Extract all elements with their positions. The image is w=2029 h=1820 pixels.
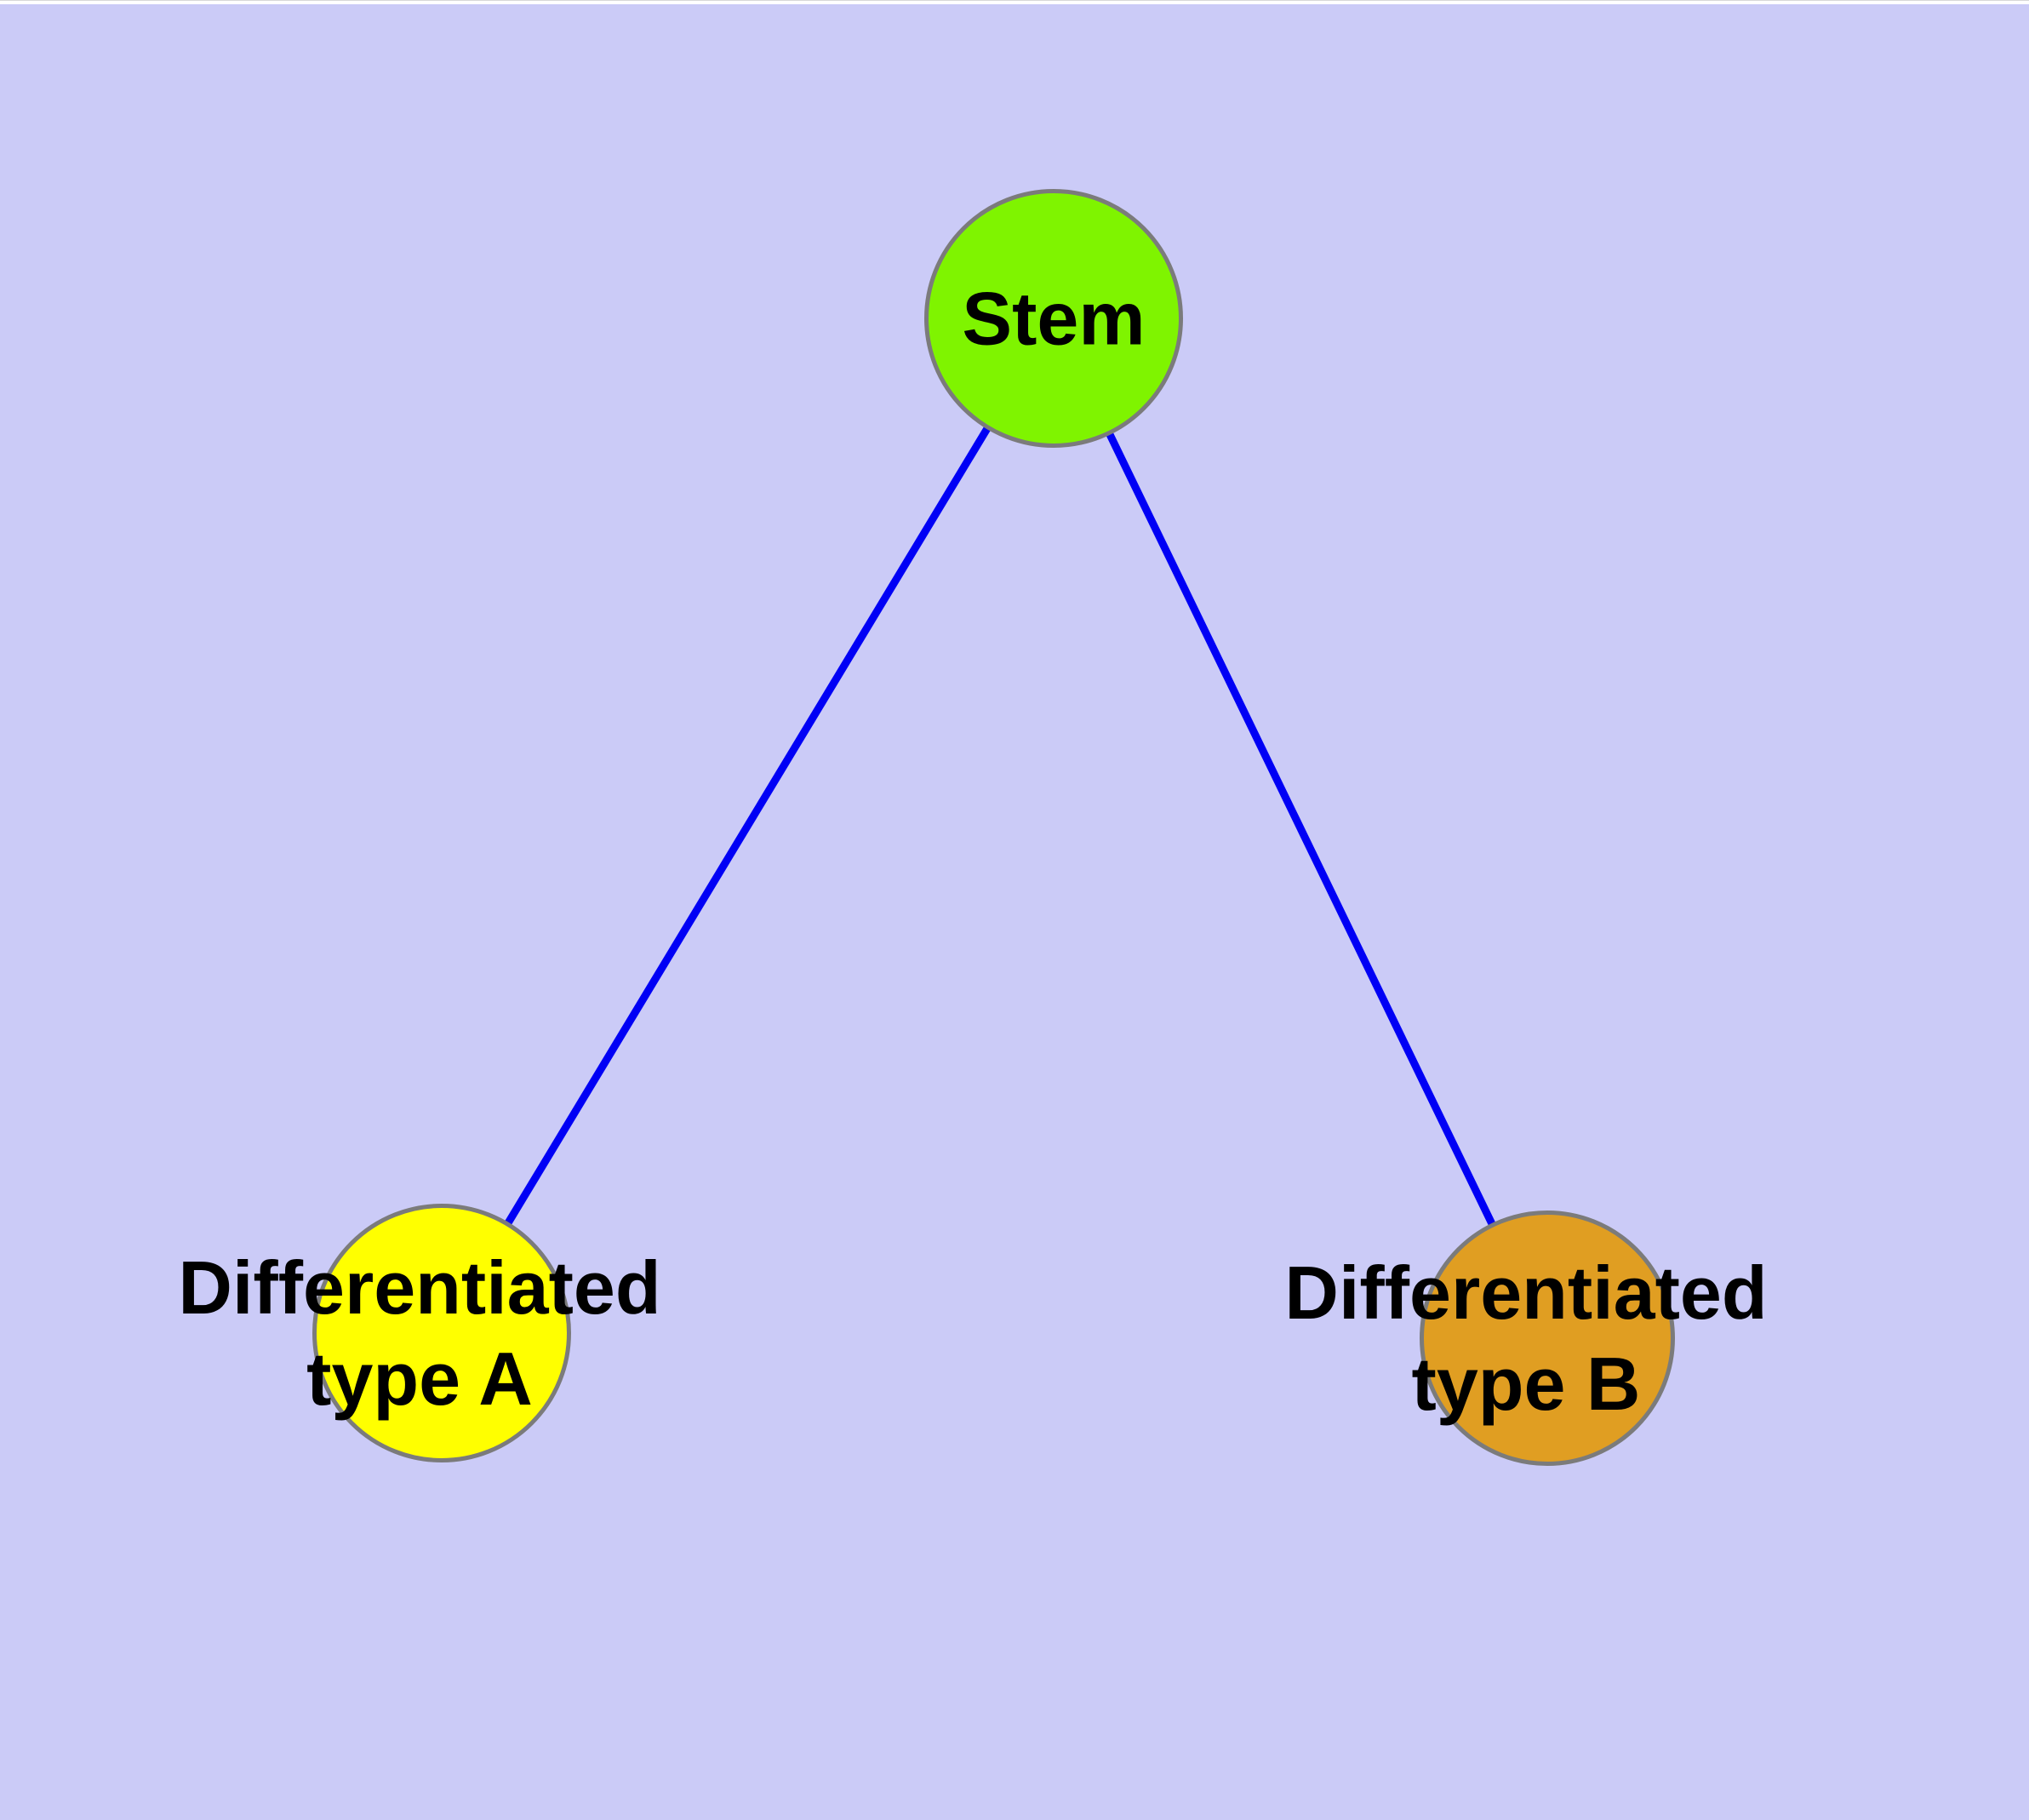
node-differentiated-type-a[interactable] bbox=[312, 1204, 571, 1462]
edge-stem-to-type-b bbox=[1049, 317, 1552, 1340]
differentiated-type-b-node-label: Differentiated type B bbox=[1284, 1247, 1767, 1429]
edge-stem-to-type-a bbox=[438, 316, 1057, 1336]
node-stem[interactable] bbox=[924, 189, 1183, 448]
edges-layer bbox=[438, 316, 1552, 1340]
stem-node-label: Stem bbox=[962, 276, 1146, 361]
type-b-label-line-2: type B bbox=[1411, 1342, 1641, 1426]
window-top-edge bbox=[0, 0, 2029, 4]
type-a-label-line-1: Differentiated bbox=[178, 1245, 661, 1330]
type-b-label-line-1: Differentiated bbox=[1284, 1251, 1768, 1335]
diagram-canvas: Stem Differentiated type A Differentiate… bbox=[0, 4, 2029, 1820]
differentiated-type-a-node-label: Differentiated type A bbox=[178, 1242, 660, 1424]
node-differentiated-type-b[interactable] bbox=[1420, 1210, 1675, 1466]
type-a-label-line-2: type A bbox=[306, 1336, 533, 1421]
